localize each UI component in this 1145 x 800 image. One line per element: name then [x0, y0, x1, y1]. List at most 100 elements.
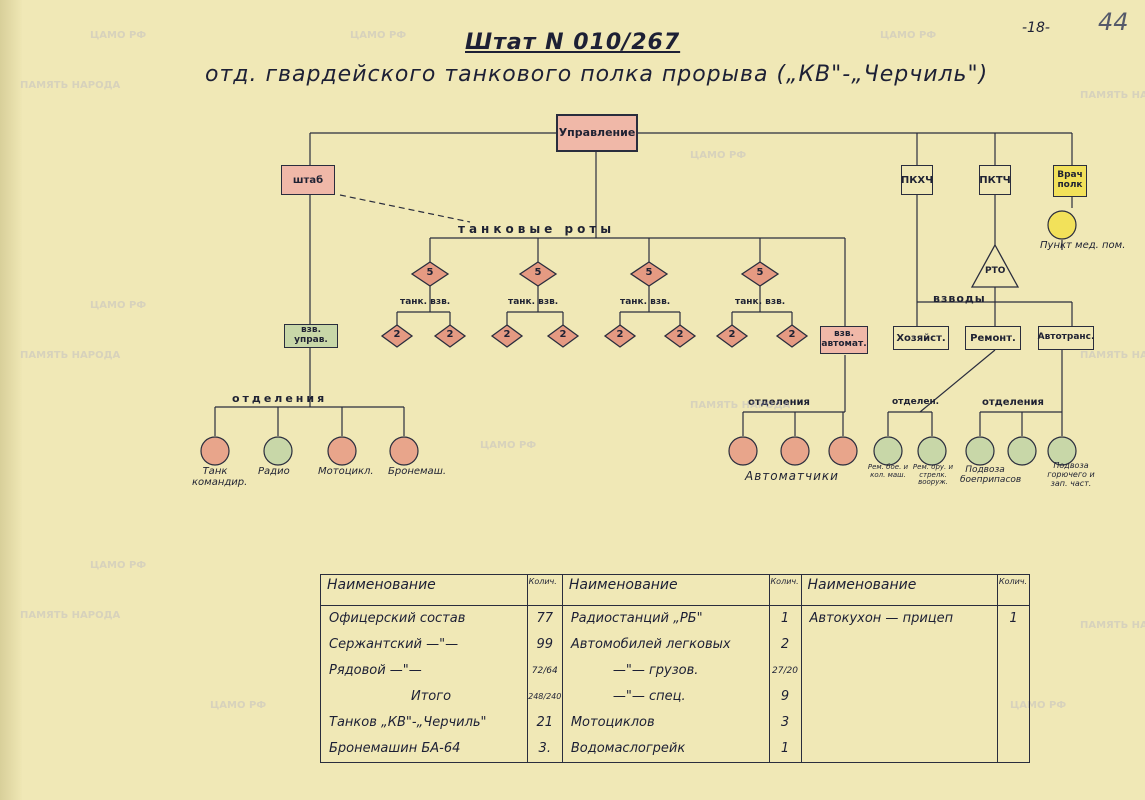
equipment-table: Наименование Колич. Наименование Колич. … — [320, 574, 1031, 763]
watermark: ЦАМО РФ — [90, 30, 147, 41]
watermark: ЦАМО РФ — [210, 700, 267, 711]
platoon-diamond — [490, 324, 524, 348]
sections-label: отделения — [232, 392, 328, 405]
watermark: ПАМЯТЬ НАРОДА — [1080, 620, 1145, 631]
watermark: ПАМЯТЬ НАРОДА — [1080, 90, 1145, 101]
table-cell: Автокухон — прицеп — [809, 611, 954, 626]
avtomatchiki-caption: Автоматчики — [745, 469, 839, 483]
section-caption: Рем. бое. и кол. маш. — [867, 463, 909, 479]
table-row: Водомаслогрейк — [563, 736, 769, 762]
watermark: ЦАМО РФ — [880, 30, 937, 41]
table-cell: Офицерский состав — [329, 611, 466, 626]
avtotrans-box: Автотранс. — [1038, 326, 1094, 350]
company-diamond — [629, 261, 669, 287]
platoon-diamond — [380, 324, 414, 348]
remont-box: Ремонт. — [965, 326, 1021, 350]
table-row: 248/240 — [528, 684, 562, 710]
platoon-diamond — [663, 324, 697, 348]
table-header: Колич. — [996, 574, 1031, 606]
table-row: Автомобилей легковых — [563, 632, 769, 658]
table-cell: 3 — [780, 715, 790, 730]
platoon-strength: 2 — [503, 329, 511, 340]
section-caption: Радио — [258, 466, 290, 477]
table-header: Наименование — [800, 574, 998, 606]
table-header: Колич. — [526, 574, 563, 606]
watermark: ЦАМО РФ — [480, 440, 537, 451]
section-circle — [263, 436, 293, 466]
table-row: 9 — [770, 684, 801, 710]
platoon-diamond — [433, 324, 467, 348]
platoon-strength: 2 — [446, 329, 454, 340]
med-point-circle — [1047, 210, 1077, 240]
table-row: —"— спец. — [563, 684, 769, 710]
table-cell: Итого — [411, 689, 452, 704]
table-cell: 3. — [538, 741, 551, 756]
company-strength: 5 — [426, 267, 434, 278]
platoon-label: танк. взв. — [735, 297, 786, 307]
table-row: 77 — [528, 606, 562, 632]
section-circle — [828, 436, 858, 466]
table-cell: 248/240 — [528, 692, 562, 701]
table-row: 21 — [528, 710, 562, 736]
table-row: Рядовой —"— — [321, 658, 527, 684]
table-cell: 1 — [780, 611, 790, 626]
platoon-diamond — [715, 324, 749, 348]
table-cell: Танков „КВ"-„Черчиль" — [329, 715, 487, 730]
table-row: Радиостанций „РБ" — [563, 606, 769, 632]
table-cell: Сержантский —"— — [329, 637, 459, 652]
root-box: Управление — [556, 114, 638, 152]
table-cell: —"— спец. — [612, 689, 686, 704]
section-circle — [1007, 436, 1037, 466]
platoon-strength: 2 — [616, 329, 624, 340]
section-circle — [327, 436, 357, 466]
table-row: 3. — [528, 736, 562, 762]
table-cell: 27/20 — [772, 666, 798, 676]
platoon-diamond — [603, 324, 637, 348]
table-body-row: Офицерский состав Сержантский —"— Рядово… — [320, 605, 1031, 763]
vzv-avtomat-box: взв. автомат. — [820, 326, 868, 354]
table-col2-qty: 1 2 27/20 9 3 1 — [768, 605, 802, 763]
table-cell: Бронемашин БА-64 — [329, 741, 461, 756]
table-cell: 99 — [536, 637, 554, 652]
table-cell: Мотоциклов — [570, 715, 655, 730]
table-col1-qty: 77 99 72/64 248/240 21 3. — [526, 605, 563, 763]
company-diamond — [410, 261, 450, 287]
table-cell: Автомобилей легковых — [570, 637, 731, 652]
table-row: —"— грузов. — [563, 658, 769, 684]
watermark: ЦАМО РФ — [90, 560, 147, 571]
company-strength: 5 — [534, 267, 542, 278]
watermark: ЦАМО РФ — [1010, 700, 1067, 711]
rto-triangle — [970, 243, 1020, 288]
table-row: 72/64 — [528, 658, 562, 684]
table-col3-qty: 1 — [996, 605, 1031, 763]
table-row: 27/20 — [770, 658, 801, 684]
section-circle — [728, 436, 758, 466]
table-header: Колич. — [768, 574, 802, 606]
section-circle — [1047, 436, 1077, 466]
table-cell: 9 — [780, 689, 790, 704]
table-row: Бронемашин БА-64 — [321, 736, 527, 762]
khozyaist-box: Хозяйст. — [893, 326, 949, 350]
med-point-label: Пункт мед. пом. — [1040, 240, 1126, 251]
table-row: 99 — [528, 632, 562, 658]
sections-label: отделения — [982, 397, 1044, 408]
watermark: ПАМЯТЬ НАРОДА — [690, 400, 791, 411]
table-row: Автокухон — прицеп — [802, 606, 997, 632]
platoons-label: взводы — [933, 292, 986, 305]
table-header-row: Наименование Колич. Наименование Колич. … — [320, 574, 1031, 606]
platoon-strength: 2 — [676, 329, 684, 340]
section-circle — [780, 436, 810, 466]
table-cell: 2 — [780, 637, 790, 652]
table-cell: 1 — [1009, 611, 1018, 626]
company-strength: 5 — [645, 267, 653, 278]
section-caption: Рем. ору. и стрелк. вооруж. — [912, 463, 954, 487]
table-row: Мотоциклов — [563, 710, 769, 736]
table-cell: —"— грузов. — [612, 663, 699, 678]
table-row: Сержантский —"— — [321, 632, 527, 658]
table-header: Наименование — [320, 574, 528, 606]
document-title: Штат N 010/267 — [465, 30, 681, 55]
shtab-box: штаб — [281, 165, 335, 195]
table-col3-names: Автокухон — прицеп — [800, 605, 998, 763]
pkhch-box: ПКХЧ — [901, 165, 933, 195]
